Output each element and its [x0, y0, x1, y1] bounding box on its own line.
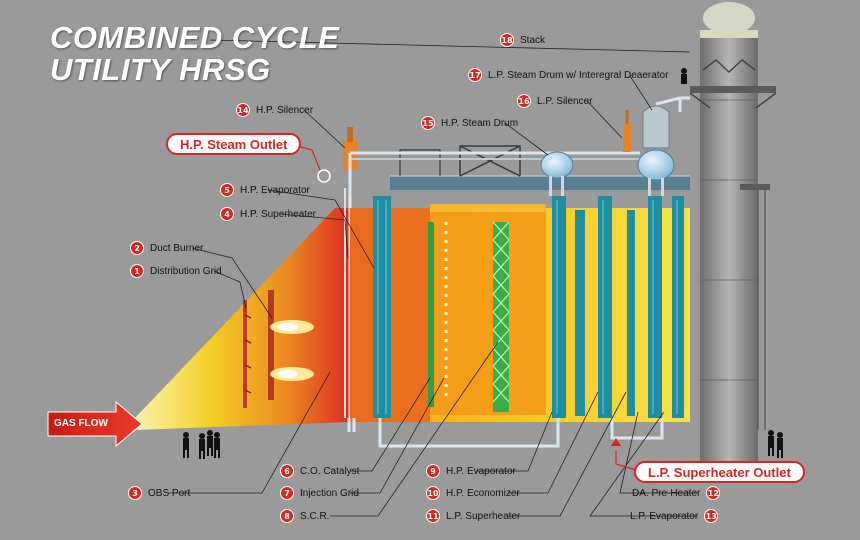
bottom-piping: [347, 418, 664, 448]
scr-lattice: [492, 221, 510, 412]
callout-number: 12: [706, 486, 721, 500]
callout-label: H.P. Evaporator: [240, 184, 310, 196]
callout-6: 6 C.O. Catalyst: [280, 463, 359, 479]
callout-label: H.P. Steam Drum: [441, 117, 519, 129]
person-silhouette-icon: [183, 68, 783, 459]
callout-number: 15: [421, 116, 435, 130]
callout-8: 8 S.C.R.: [280, 508, 329, 524]
callout-16: 16 L.P. Silencer: [517, 93, 592, 109]
callout-label: Stack: [520, 34, 546, 46]
callout-label: C.O. Catalyst: [300, 465, 360, 477]
lp-outlet-arrowhead: [611, 438, 621, 446]
callout-number: 8: [280, 509, 294, 523]
callout-label: Injection Grid: [300, 487, 359, 499]
callout-5: 5 H.P. Evaporator: [220, 182, 310, 198]
callout-12: DA. Pre-Heater 12: [632, 485, 721, 501]
title-line-1: COMBINED CYCLE: [50, 20, 340, 55]
callout-2: 2 Duct Burner: [130, 240, 203, 256]
callout-number: 4: [220, 207, 234, 221]
callout-number: 14: [236, 103, 250, 117]
lp-silencer: [623, 110, 631, 152]
callout-13: L.P. Evaporator 13: [630, 508, 719, 524]
callout-17: 17 L.P. Steam Drum w/ Interegral Deaerat…: [468, 67, 668, 83]
callout-number: 7: [280, 486, 294, 500]
callout-14: 14 H.P. Silencer: [236, 102, 313, 118]
callout-4: 4 H.P. Superheater: [220, 206, 316, 222]
gas-flow-label: GAS FLOW: [54, 418, 108, 429]
gas-flow-arrow-icon: [47, 400, 143, 448]
callout-label: H.P. Economizer: [446, 487, 520, 499]
callout-number: 5: [220, 183, 234, 197]
callout-18: 18 Stack: [500, 32, 545, 48]
callout-number: 6: [280, 464, 294, 478]
stack: [689, 2, 777, 462]
callout-label: S.C.R.: [300, 510, 330, 522]
hp-steam-outlet-label: H.P. Steam Outlet: [166, 133, 302, 155]
callout-1: 1 Distribution Grid: [130, 263, 222, 279]
callout-number: 13: [704, 509, 719, 523]
hp-steam-drum: [540, 151, 574, 196]
callout-number: 3: [128, 486, 142, 500]
callout-label: OBS Port: [148, 487, 191, 499]
distribution-grid: [243, 300, 252, 408]
callout-label: DA. Pre-Heater: [632, 487, 701, 499]
callout-number: 10: [426, 486, 440, 500]
callout-11: 11 L.P. Superheater: [426, 508, 520, 524]
callout-label: H.P. Silencer: [256, 104, 314, 116]
callout-label: H.P. Superheater: [240, 208, 316, 220]
callout-10: 10 H.P. Economizer: [426, 485, 520, 501]
callout-number: 17: [468, 68, 482, 82]
tube-bundles: [373, 196, 684, 418]
callout-label: Duct Burner: [150, 242, 204, 254]
callout-number: 16: [517, 94, 531, 108]
lp-superheater-outlet-label: L.P. Superheater Outlet: [634, 461, 805, 483]
callout-label: L.P. Steam Drum w/ Interegral Deaerator: [488, 69, 669, 81]
callout-label: L.P. Superheater: [446, 510, 521, 522]
callout-label: Distribution Grid: [150, 265, 222, 277]
callout-number: 11: [426, 509, 440, 523]
callout-label: L.P. Evaporator: [630, 510, 699, 522]
callout-number: 2: [130, 241, 144, 255]
callout-number: 18: [500, 33, 514, 47]
callout-9: 9 H.P. Evaporator: [426, 463, 516, 479]
callout-15: 15 H.P. Steam Drum: [421, 115, 518, 131]
callout-label: L.P. Silencer: [537, 95, 593, 107]
top-deck: [348, 145, 690, 196]
hot-section-panel: [430, 210, 546, 415]
hp-outlet-marker: [317, 169, 331, 183]
tube-bundle-highlights: [377, 200, 678, 414]
callout-label: H.P. Evaporator: [446, 465, 516, 477]
title-line-2: UTILITY HRSG: [50, 52, 271, 87]
leader-lines: [168, 39, 698, 517]
duct-burner: [268, 290, 314, 400]
callout-number: 9: [426, 464, 440, 478]
lp-steam-drum: [637, 105, 675, 196]
callout-number: 1: [130, 264, 144, 278]
co-catalyst: [428, 222, 434, 407]
callout-7: 7 Injection Grid: [280, 485, 359, 501]
callout-3: 3 OBS Port: [128, 485, 190, 501]
